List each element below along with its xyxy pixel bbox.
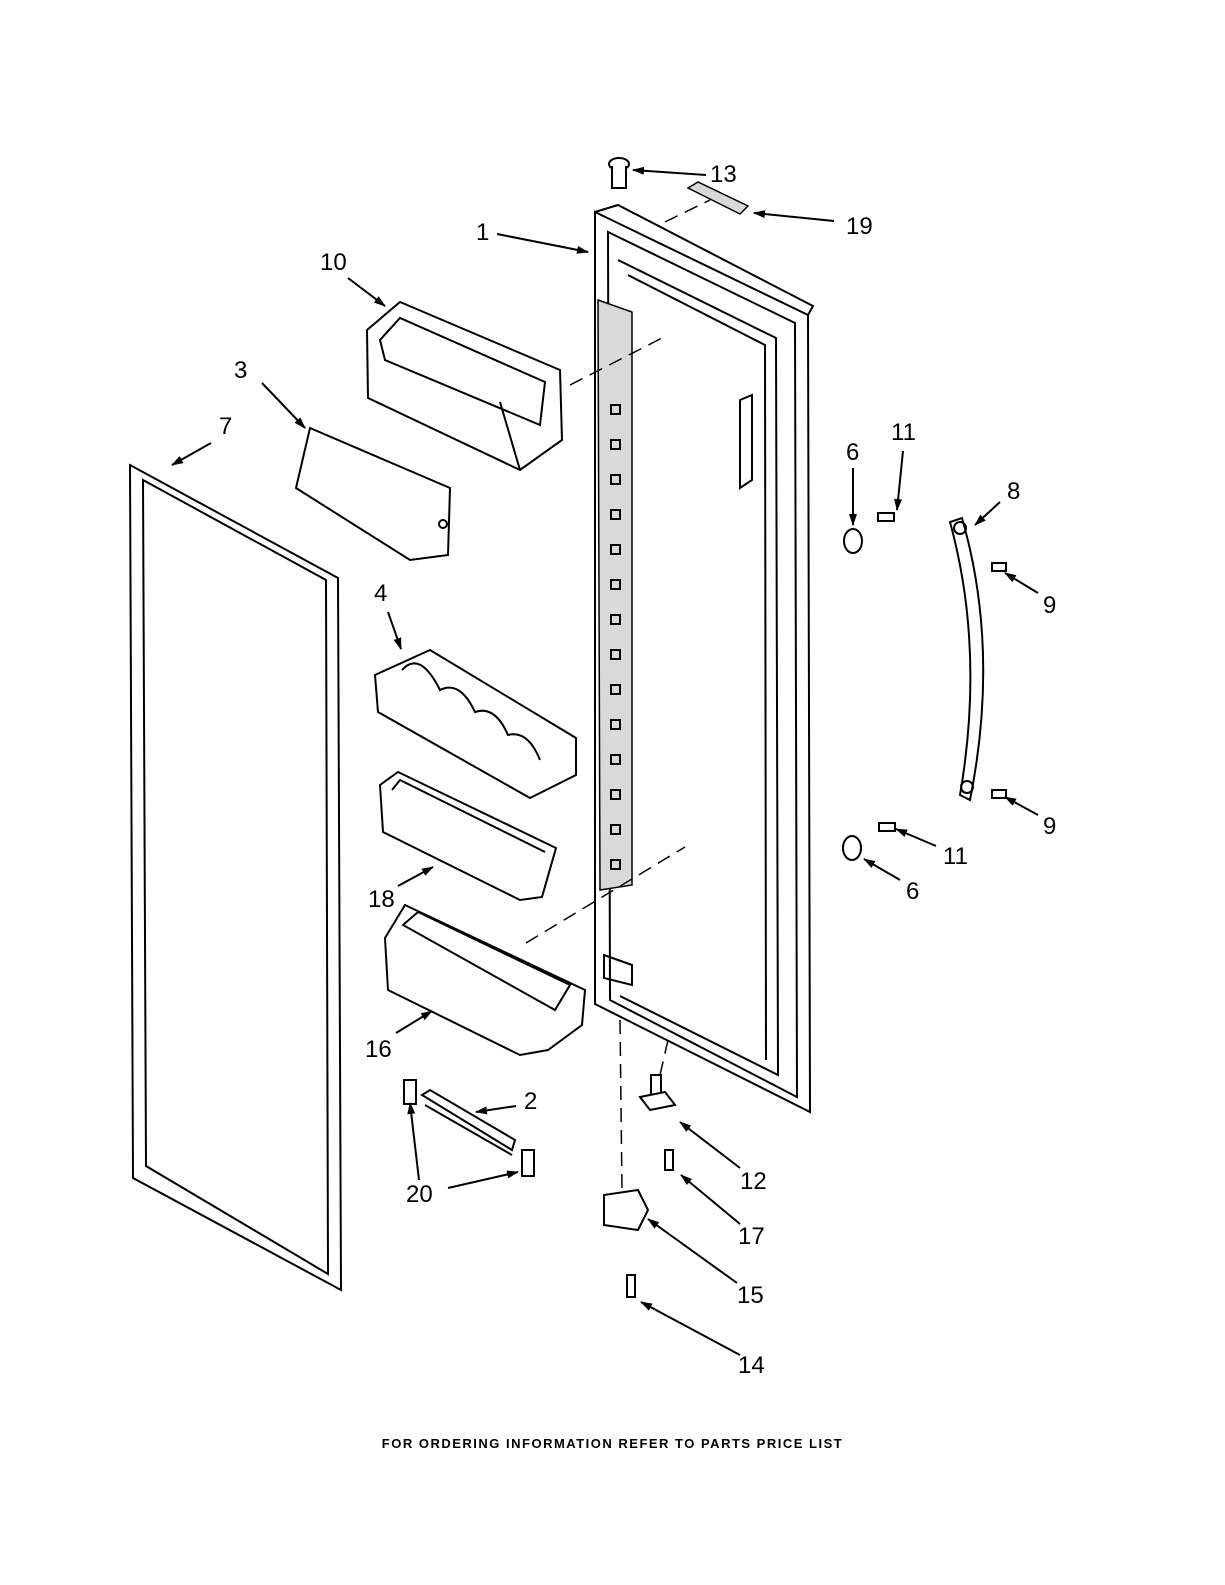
dairy-door-part	[296, 428, 450, 560]
callout-16: 16	[365, 1036, 392, 1063]
callout-15: 15	[737, 1282, 764, 1309]
callout-12: 12	[740, 1168, 767, 1195]
callout-10: 10	[320, 249, 347, 276]
callout-19: 19	[846, 213, 873, 240]
callout-9-bottom: 9	[1043, 813, 1056, 840]
callout-1: 1	[476, 219, 489, 246]
callout-2: 2	[524, 1088, 537, 1115]
mounting-screw-part	[878, 513, 895, 831]
hinge-pin-top-part	[609, 158, 629, 188]
bottom-hinge-pin-part	[640, 1075, 675, 1110]
bracket-screw-part	[627, 1275, 635, 1297]
callout-4: 4	[374, 580, 387, 607]
callout-14: 14	[738, 1352, 765, 1379]
callout-20: 20	[406, 1181, 433, 1208]
trim-strip-part	[422, 1090, 515, 1155]
callout-11-bottom: 11	[943, 843, 968, 870]
callout-17: 17	[738, 1223, 765, 1250]
callout-18: 18	[368, 886, 395, 913]
callout-7: 7	[219, 413, 232, 440]
callout-6-bottom: 6	[906, 878, 919, 905]
ordering-info-footer: FOR ORDERING INFORMATION REFER TO PARTS …	[0, 1436, 1225, 1451]
handle-screw-part	[992, 563, 1006, 798]
dairy-compartment-part	[367, 302, 562, 470]
spacer-part	[843, 529, 862, 860]
door-assembly-part	[595, 205, 813, 1112]
callout-13: 13	[710, 161, 737, 188]
callout-8: 8	[1007, 478, 1020, 505]
door-handle-part	[950, 518, 983, 800]
callout-11-top: 11	[891, 419, 916, 446]
door-bin-large-part	[385, 905, 585, 1055]
callout-9-top: 9	[1043, 592, 1056, 619]
callout-6-top: 6	[846, 439, 859, 466]
hinge-screw-part	[665, 1150, 673, 1170]
bottom-hinge-bracket-part	[604, 1190, 648, 1230]
door-gasket-part	[130, 465, 341, 1290]
callout-3: 3	[234, 357, 247, 384]
